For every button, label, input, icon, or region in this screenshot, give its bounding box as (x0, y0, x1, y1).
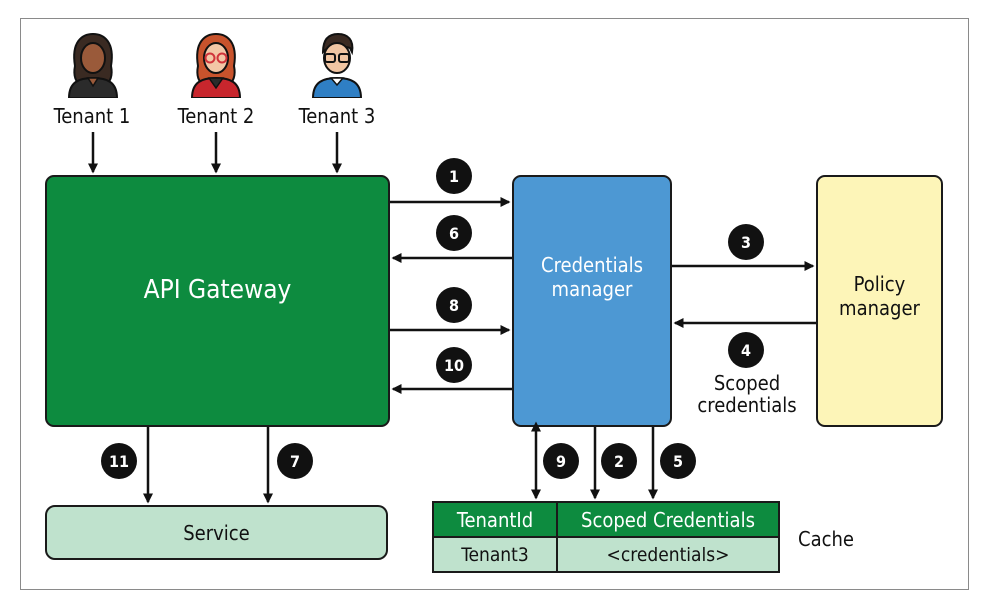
policy-manager-label-line2: manager (839, 296, 920, 320)
scoped-credentials-line1: Scoped (713, 371, 781, 395)
step-badge-4: 4 (728, 332, 764, 368)
step-badge-3: 3 (728, 224, 764, 260)
step-badge-2: 2 (601, 443, 637, 479)
step-badge-9: 9 (543, 443, 579, 479)
cache-header-scoped-credentials: Scoped Credentials (556, 501, 780, 538)
credentials-manager-box: Credentials manager (512, 175, 672, 427)
step-badge-7: 7 (277, 443, 313, 479)
step-badge-1: 1 (436, 158, 472, 194)
cache-table: TenantId Scoped Credentials Tenant3 <cre… (432, 501, 780, 573)
credentials-manager-label-line1: Credentials (541, 253, 643, 277)
policy-manager-label-line1: Policy (853, 272, 906, 296)
service-label: Service (183, 520, 250, 545)
step-badge-11: 11 (101, 443, 137, 479)
tenant-3-label: Tenant 3 (298, 104, 376, 128)
diagram-frame (20, 18, 969, 590)
tenant-2-label: Tenant 2 (177, 104, 255, 128)
scoped-credentials-label: Scoped credentials (692, 372, 802, 416)
cache-header-row: TenantId Scoped Credentials (432, 501, 780, 538)
tenant-1-label: Tenant 1 (53, 104, 131, 128)
woman-glasses-user-icon (190, 32, 242, 98)
woman-user-icon (67, 32, 119, 98)
api-gateway-label: API Gateway (143, 275, 292, 305)
cache-cell-credentials: <credentials> (556, 536, 780, 573)
step-badge-5: 5 (660, 443, 696, 479)
cache-header-tenantid: TenantId (432, 501, 558, 538)
table-row: Tenant3 <credentials> (432, 536, 780, 573)
step-badge-6: 6 (436, 215, 472, 251)
service-box: Service (45, 505, 388, 560)
policy-manager-box: Policy manager (816, 175, 943, 427)
api-gateway-box: API Gateway (45, 175, 390, 427)
scoped-credentials-line2: credentials (697, 393, 797, 417)
cache-label: Cache (798, 527, 854, 551)
man-glasses-user-icon (311, 32, 363, 98)
step-badge-8: 8 (436, 287, 472, 323)
credentials-manager-label-line2: manager (551, 277, 633, 301)
cache-cell-tenantid: Tenant3 (432, 536, 558, 573)
step-badge-10: 10 (436, 347, 472, 383)
